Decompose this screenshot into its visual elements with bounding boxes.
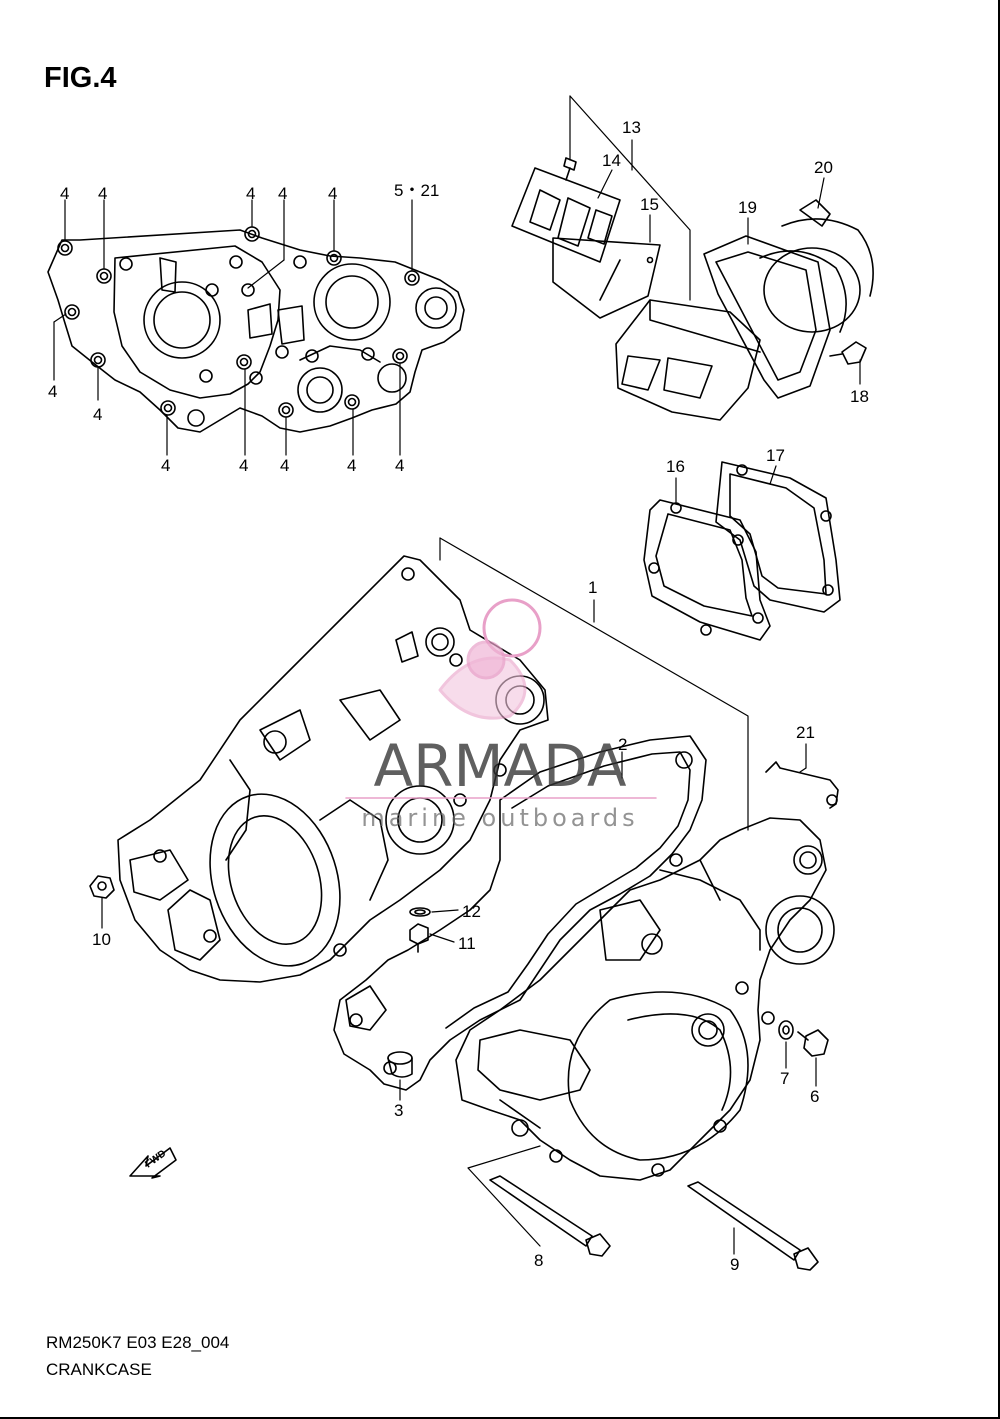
callout-4: 4 [48,382,57,401]
small-fasteners [89,875,829,1057]
callout-17: 17 [766,446,785,465]
crankcase-gasket-2 [333,735,707,1091]
callout-4: 4 [246,184,255,203]
callout-6: 6 [810,1087,819,1106]
watermark-tagline: marine outboards [361,804,638,832]
fwd-arrow-icon: FWD [129,1147,177,1179]
callout-4: 4 [328,184,337,203]
long-bolts [489,1175,819,1271]
callout-10: 10 [92,930,111,949]
pin-21 [765,761,839,809]
callout-4: 4 [239,456,248,475]
watermark-logo [438,598,542,720]
callout-1: 1 [588,578,597,597]
leaders-gaskets [675,465,777,503]
diagram-name: CRANKCASE [46,1360,152,1379]
callout-4: 4 [278,184,287,203]
callout-11: 11 [458,934,476,953]
callout-20: 20 [814,158,833,177]
callout-5-21: 5・21 [394,181,439,200]
figure-title: FIG.4 [44,62,117,94]
callout-15: 15 [640,195,659,214]
callout-4: 4 [395,456,404,475]
callout-9: 9 [730,1255,739,1274]
callout-4: 4 [98,184,107,203]
leaders-reed [569,95,861,385]
callout-8: 8 [534,1251,543,1270]
watermark-brand: ARMADA [373,732,626,800]
callout-labels: 4 4 4 4 4 5・21 4 4 4 4 4 4 4 13 14 15 19… [48,118,869,1274]
callout-14: 14 [602,151,621,170]
watermark-logo-icon [482,598,542,658]
leaders-part4 [53,199,413,456]
callout-4: 4 [161,456,170,475]
callout-4: 4 [347,456,356,475]
callout-19: 19 [738,198,757,217]
callout-13: 13 [622,118,641,137]
crankcase-right-half [455,817,835,1181]
callout-2: 2 [618,735,627,754]
callout-4: 4 [60,184,69,203]
callout-4: 4 [93,405,102,424]
callout-18: 18 [850,387,869,406]
callout-3: 3 [394,1101,403,1120]
crankcase-gasket-top [47,226,465,433]
reed-gaskets [643,461,841,641]
diagram-code: RM250K7 E03 E28_004 [46,1333,230,1352]
dowel-pin-3 [387,1051,413,1078]
callout-12: 12 [462,902,481,921]
callout-21: 21 [796,723,815,742]
callout-16: 16 [666,457,685,476]
callout-7: 7 [780,1069,789,1088]
callout-4: 4 [280,456,289,475]
reed-valve-parts [511,157,874,421]
bolt-holes [57,226,420,427]
leaders-main [101,537,817,1255]
